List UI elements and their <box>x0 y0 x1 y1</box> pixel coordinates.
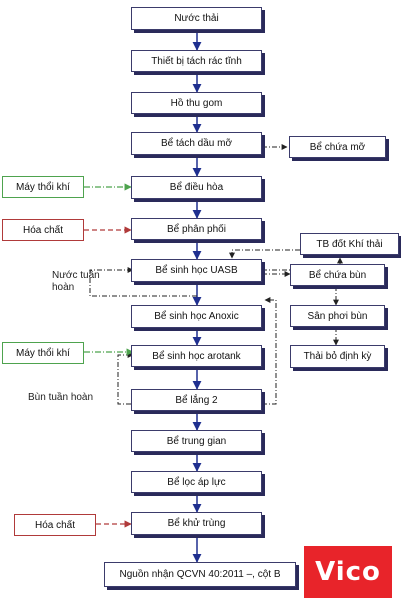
box-equalization: Bể điều hòa <box>131 176 262 199</box>
label-sludge-recirculation: Bùn tuần hoàn <box>28 392 94 403</box>
box-disinfection: Bể khử trùng <box>131 512 262 535</box>
box-grease-tank: Bể chứa mỡ <box>289 136 386 158</box>
arrow-sludge-return <box>262 297 277 405</box>
box-gas-burner: TB đốt Khí thải <box>300 233 399 255</box>
box-receiving-source: Nguồn nhận QCVN 40:2011 –, cột B <box>104 562 296 587</box>
label-water-recirculation: Nước tuần hoàn <box>52 270 100 293</box>
box-drying-yard: Sân phơi bùn <box>290 305 385 327</box>
box-wastewater: Nước thải <box>131 7 262 30</box>
box-pressure-filter: Bể lọc áp lực <box>131 471 262 493</box>
arrow-sludge-recirc <box>117 352 134 405</box>
box-intermediate: Bể trung gian <box>131 430 262 452</box>
box-aerotank: Bể sinh học arotank <box>131 345 262 367</box>
box-chemical-2: Hóa chất <box>14 514 96 536</box>
box-blower-1: Máy thổi khí <box>2 176 84 198</box>
box-grease-separator: Bể tách dầu mỡ <box>131 132 262 155</box>
box-chemical-1: Hóa chất <box>2 219 84 241</box>
box-uasb: Bể sinh học UASB <box>131 259 262 282</box>
vico-logo: Vico <box>304 546 392 598</box>
box-settling: Bể lắng 2 <box>131 389 262 411</box>
box-distribution: Bể phân phối <box>131 218 262 240</box>
arrow-burner-to-distribution <box>229 249 300 259</box>
box-disposal: Thải bỏ định kỳ <box>290 345 385 368</box>
box-blower-2: Máy thổi khí <box>2 342 84 364</box>
arrow-water-recirc <box>89 267 197 297</box>
box-anoxic: Bể sinh học Anoxic <box>131 305 262 328</box>
box-sludge-tank: Bể chứa bùn <box>290 264 385 286</box>
box-screen: Thiết bị tách rác tĩnh <box>131 50 262 72</box>
box-collection-pit: Hồ thu gom <box>131 92 262 114</box>
